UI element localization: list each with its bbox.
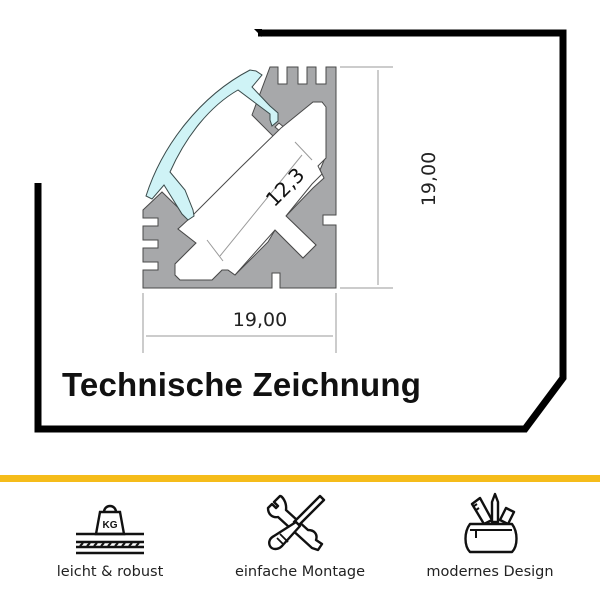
drawing-title: Technische Zeichnung (62, 366, 422, 403)
weight-kg-icon: KG (76, 504, 144, 555)
pencil-case-icon (464, 492, 518, 554)
technical-drawing (34, 29, 567, 433)
feature-list: KG leicht & robust einfache Montage (0, 490, 600, 600)
width-dimension-label: 19,00 (232, 309, 288, 331)
diffuser-cover (145, 69, 279, 221)
frame-top-bevel (254, 29, 262, 37)
aluminium-profile (142, 66, 337, 289)
feature-label: modernes Design (426, 564, 554, 580)
feature-item-light-robust: KG leicht & robust (20, 490, 200, 595)
dimension-lines (142, 66, 393, 353)
feature-item-easy-mounting: einfache Montage (210, 490, 390, 595)
svg-text:KG: KG (103, 520, 118, 531)
feature-label: einfache Montage (234, 564, 366, 580)
accent-divider (0, 475, 600, 482)
drawing-frame (34, 29, 567, 433)
feature-label: leicht & robust (56, 564, 164, 580)
feature-item-modern-design: modernes Design (400, 490, 580, 595)
wrench-screwdriver-icon (266, 494, 326, 552)
height-dimension-label: 19,00 (418, 151, 440, 207)
